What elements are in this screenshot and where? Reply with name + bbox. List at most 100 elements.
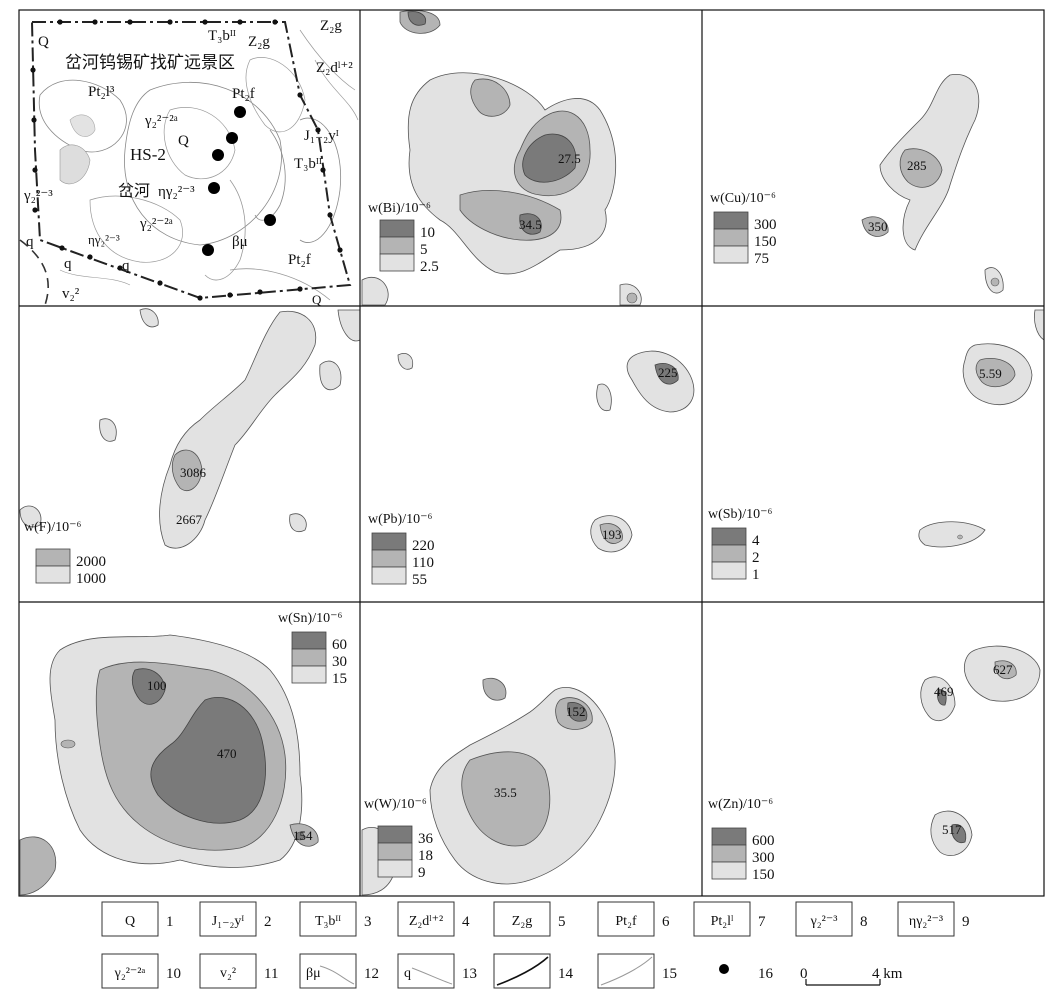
- f-anomaly-low: [289, 513, 307, 532]
- w-anomaly-mid: [482, 677, 507, 701]
- level-label-sb-0: 4: [752, 533, 760, 549]
- map-unit-outline: [314, 59, 359, 121]
- legend-symbol-13: q: [404, 966, 411, 981]
- bi-anomaly-high: [522, 133, 577, 183]
- cu-anomaly-mid: [899, 148, 943, 188]
- level-label-cu-0: 300: [754, 217, 777, 233]
- legend-box-10: [101, 953, 159, 989]
- map-unit-outline: [124, 82, 282, 246]
- level-label-zn-1: 300: [752, 850, 775, 866]
- level-label-w-0: 36: [418, 831, 434, 847]
- level-label-f-1: 1000: [76, 571, 106, 587]
- value-label-f-1: 2667: [176, 512, 203, 527]
- bi-anomaly-low: [361, 277, 389, 306]
- legend-number-7: 7: [758, 914, 766, 930]
- sn-anomaly-mid: [60, 739, 76, 749]
- legend-symbol-9: ηγ₂²⁻³: [909, 914, 943, 929]
- level-swatch-bi-1: [379, 236, 415, 255]
- geo-label-pt2f-bottom: Pt₂f: [288, 252, 311, 268]
- level-label-cu-2: 75: [754, 251, 769, 267]
- legend-box-4: [397, 901, 455, 937]
- geo-label-chahe: 岔河: [118, 182, 150, 200]
- geo-label-q-top: Q: [38, 34, 49, 50]
- legend-box-11: [199, 953, 257, 989]
- map-unit-outline: [229, 268, 331, 301]
- level-swatch-pb-0: [371, 532, 407, 551]
- sb-anomaly-low: [918, 521, 986, 548]
- map-unit-outline: [245, 57, 306, 133]
- legend-fault-line: [496, 956, 549, 986]
- map-unit-outline: [204, 179, 246, 281]
- legend-symbol-12: βμ: [306, 966, 321, 981]
- f-anomaly-low: [337, 309, 361, 342]
- level-label-sn-1: 30: [332, 654, 347, 670]
- legend-ore-point-symbol: [719, 964, 729, 974]
- level-swatch-zn-2: [711, 861, 747, 880]
- level-swatch-bi-0: [379, 219, 415, 238]
- cu-anomaly-mid: [990, 277, 1000, 287]
- level-swatch-sn-2: [291, 665, 327, 684]
- geo-label-q-lower-mid: q: [64, 256, 72, 272]
- boundary-markers: [30, 19, 343, 301]
- legend-box-2: [199, 901, 257, 937]
- level-label-pb-2: 55: [412, 572, 427, 588]
- map-unit-outline: [163, 107, 236, 180]
- level-label-sn-2: 15: [332, 671, 347, 687]
- legend-symbol-6: Pt₂f: [615, 914, 637, 929]
- value-label-zn-1: 469: [934, 684, 954, 699]
- grid-outer-frame: [18, 9, 1045, 897]
- geo-label-z2g-top2: Z₂g: [320, 18, 342, 34]
- legend-number-16: 16: [758, 966, 774, 982]
- geo-label-beta-mu: βμ: [232, 234, 248, 250]
- legend-vein-line: [411, 967, 453, 985]
- level-swatch-pb-1: [371, 549, 407, 568]
- zn-anomaly-mid: [994, 660, 1017, 680]
- geology-map-panel: Q T₃bᴵᴵ Z₂g Z₂g Z₂dˡ⁺² 岔河钨锡矿找矿远景区 Pt₂l³ …: [19, 18, 359, 307]
- panel-title-w: w(W)/10⁻⁶: [364, 797, 427, 812]
- legend-item-14: 14: [493, 953, 574, 989]
- level-label-zn-2: 150: [752, 867, 775, 883]
- geo-label-gamma-23-left: γ₂²⁻³: [23, 188, 53, 204]
- geo-label-pt2f-center: Pt₂f: [232, 86, 255, 102]
- map-unit-outline: [254, 129, 286, 221]
- legend-box-12: [299, 953, 357, 989]
- sn-anomaly-mid: [19, 836, 57, 896]
- level-swatch-zn-0: [711, 827, 747, 846]
- panel-grid: [18, 9, 1045, 897]
- panel-title-bi: w(Bi)/10⁻⁶: [368, 201, 431, 216]
- pb-anomaly-low: [596, 383, 612, 412]
- geo-label-t3b-top: T₃bᴵᴵ: [208, 28, 236, 44]
- zn-anomaly-high: [951, 824, 967, 844]
- panel-title-pb: w(Pb)/10⁻⁶: [368, 512, 433, 527]
- legend-dyke-line: [319, 965, 355, 985]
- bi-anomaly-high: [407, 11, 427, 26]
- legend-box-9: [897, 901, 955, 937]
- geo-label-hs2: HS-2: [130, 145, 166, 164]
- value-label-zn-2: 517: [942, 822, 962, 837]
- level-swatch-sb-2: [711, 561, 747, 580]
- value-label-zn-0: 627: [993, 662, 1013, 677]
- level-label-bi-0: 10: [420, 225, 435, 241]
- zn-anomaly-high: [937, 689, 947, 706]
- pb-anomaly-low: [397, 353, 414, 370]
- legend-box-7: [693, 901, 751, 937]
- pb-anomaly-mid: [599, 523, 623, 544]
- level-label-pb-1: 110: [412, 555, 434, 571]
- panel-bi: [361, 10, 642, 306]
- legend-symbol-10: γ₂²⁻²ᵃ: [114, 966, 146, 981]
- legend-box-13: [397, 953, 455, 989]
- ore-occurrence-points: [202, 106, 276, 256]
- value-label-bi-0: 27.5: [558, 151, 581, 166]
- value-label-sn-0: 100: [147, 678, 167, 693]
- level-label-zn-0: 600: [752, 833, 775, 849]
- sb-anomaly-low: [1034, 309, 1045, 341]
- legend-box-6: [597, 901, 655, 937]
- legend-symbol-1: Q: [125, 914, 135, 929]
